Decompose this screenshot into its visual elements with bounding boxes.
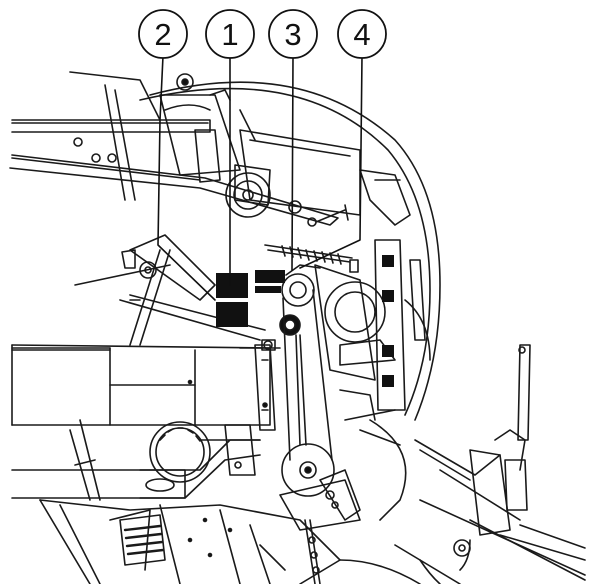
- housing-outline: [139, 81, 441, 421]
- callout-label-3: 3: [284, 17, 301, 52]
- callout-leaders: [157, 55, 363, 301]
- callout-circle-3: [268, 9, 318, 59]
- callout-labels: 2 1 3 4: [154, 17, 370, 52]
- marked-components: [216, 264, 321, 327]
- callout-circle-1: [205, 9, 255, 59]
- left-arm: [74, 234, 266, 346]
- belts: [282, 289, 333, 461]
- right-mechanism: [314, 239, 431, 521]
- lower-plates: [199, 424, 361, 584]
- callouts: [138, 9, 387, 59]
- frame-members: [9, 71, 339, 226]
- component-3-strip: [255, 286, 281, 293]
- callout-label-4: 4: [353, 17, 370, 52]
- callout-label-1: 1: [221, 17, 238, 52]
- component-4-link: [285, 264, 321, 276]
- callout-label-2: 2: [154, 17, 171, 52]
- upper-plates: [225, 129, 361, 227]
- component-1-lower-block: [216, 302, 248, 327]
- callout-circle-2: [138, 9, 188, 59]
- conveyor-bed: [11, 339, 281, 426]
- vertical-strut: [254, 344, 276, 431]
- lower-linkage: [414, 344, 586, 581]
- component-1-upper-block: [216, 273, 248, 298]
- callout-circle-4: [337, 9, 387, 59]
- bottom-hopper: [39, 499, 461, 584]
- component-3-block: [255, 270, 285, 283]
- upper-drive: [159, 73, 256, 183]
- lower-crossbar: [11, 419, 261, 501]
- tension-spring: [264, 244, 353, 265]
